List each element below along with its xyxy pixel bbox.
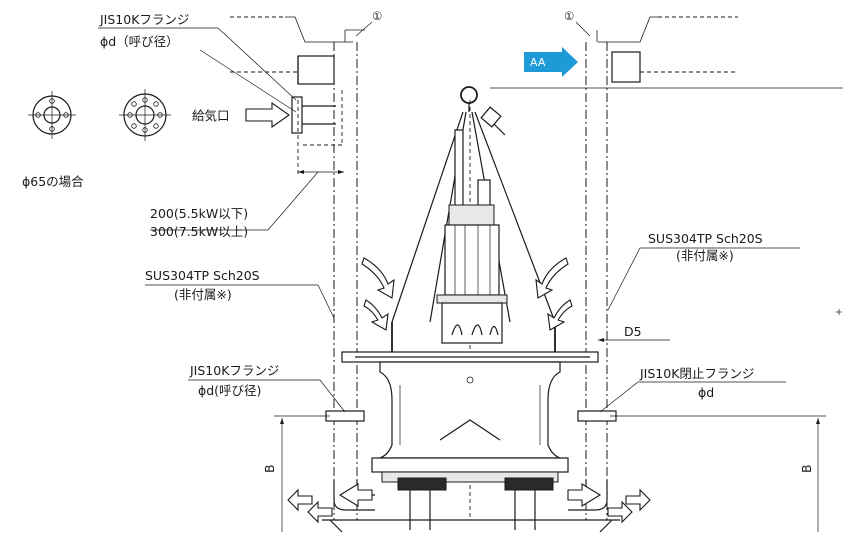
marker-1-left: ① [372,9,382,23]
flow-arrow-in-right [567,483,602,507]
dim-200-300 [150,170,344,231]
pipe-left-note: (非付属※) [174,287,232,302]
dim-200-label: 200(5.5kW以下) [150,206,248,221]
dim-b-left [274,415,330,532]
pipe-right-note: (非付属※) [676,248,734,263]
bottom-pipe [322,480,620,533]
dim-d5 [598,338,670,342]
drain-bolt [466,376,474,384]
blind-flange-dia-label: ϕd [698,385,714,400]
phi65-caption: ϕ65の場合 [22,174,84,189]
pump-casing [371,361,569,530]
right-vertical-pipe [585,30,608,520]
d5-label: D5 [624,324,642,339]
flow-arrow-out-right-2 [607,500,633,524]
pump-motor [436,106,508,344]
air-inlet-label: 給気口 [192,108,230,123]
section-tag-label: AA [530,56,546,69]
flange-top-dia-label: ϕd（呼び径） [100,34,179,49]
left-mid-flange [325,410,365,422]
flow-arrow-curved-left-top [361,257,395,299]
flow-arrow-curved-right-mid [547,299,573,331]
flow-arrow-out-left-2 [307,500,333,524]
flow-arrow-out-right-1 [625,488,651,512]
flow-arrow-curved-right-top [535,257,569,299]
right-top-flange-assembly [598,16,738,83]
flange-mid-label: JIS10Kフランジ [189,363,279,378]
flow-arrow-out-left-1 [287,488,313,512]
pipe-left-spec: SUS304TP Sch20S [145,268,260,283]
flange-mid-dia-label: ϕd(呼び径) [198,383,261,398]
section-tag-aa: AA [524,47,578,77]
flow-arrow-curved-left-mid [363,299,389,331]
dim-b-left-label: B [262,464,277,473]
lifting-eye [460,86,478,112]
blind-flange-label: JIS10K閉止フランジ [639,366,754,381]
pipe-right-spec: SUS304TP Sch20S [648,231,763,246]
flange-plan-view-small [28,91,76,139]
dim-b-right-label: B [799,464,814,473]
dim-300-label: 300(7.5kW以上) [150,224,248,239]
flange-top-label: JIS10Kフランジ [99,12,189,27]
dim-b-right [610,415,826,532]
flange-plan-view-large [119,89,171,141]
marker-1-right: ① [564,9,574,23]
left-vertical-pipe [333,29,365,520]
left-top-flange-assembly [230,16,353,176]
flow-arrow-in-left [338,483,373,507]
air-inlet-arrow [245,101,290,129]
